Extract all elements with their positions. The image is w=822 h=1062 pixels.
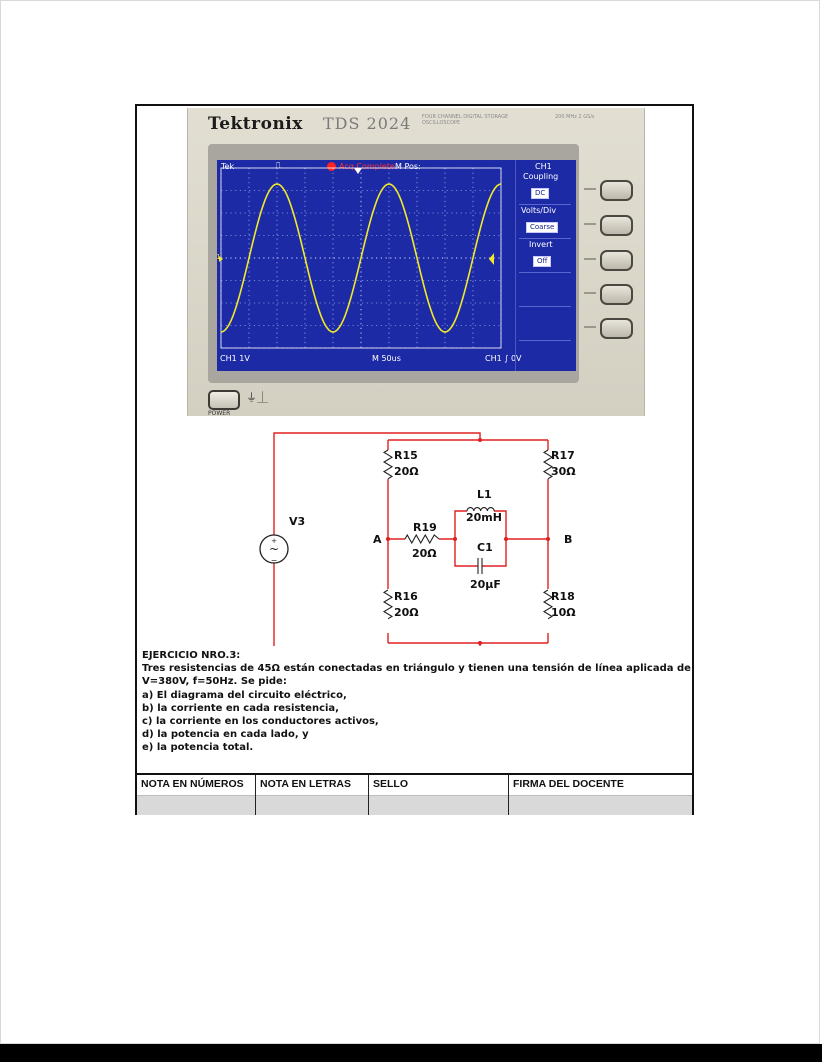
l1-name: L1 [477, 488, 492, 501]
r17-name: R17 [551, 449, 575, 462]
svg-text:−: − [271, 556, 278, 565]
c1-name: C1 [477, 541, 493, 554]
power-label: POWER [208, 410, 231, 417]
channel-scale: CH1 1V [220, 354, 250, 363]
wire-bridge-sides [387, 479, 549, 589]
r18-value: 10Ω [551, 606, 576, 619]
menu-invert-label: Invert [529, 240, 553, 249]
menu-voltsdiv-value: Coarse [526, 222, 559, 233]
bottom-band [0, 1044, 822, 1062]
trigger-position-icon [354, 168, 362, 174]
r19-name: R19 [413, 521, 437, 534]
mode-label: M Pos: [395, 162, 421, 171]
trigger-icon: ⎍ [275, 161, 282, 171]
grade-letters-cell[interactable]: NOTA EN LETRAS [256, 775, 369, 815]
grading-table: NOTA EN NÚMEROS NOTA EN LETRAS SELLO FIR… [137, 773, 692, 815]
resistor-r17-icon [542, 449, 554, 480]
resistor-r15-icon [382, 449, 394, 480]
svg-text:+: + [271, 537, 277, 545]
resistor-r18-icon [542, 589, 554, 620]
exercise-item-e: e) la potencia total. [142, 742, 254, 754]
stamp-cell[interactable]: SELLO [369, 775, 509, 815]
teacher-signature-header: FIRMA DEL DOCENTE [513, 778, 624, 790]
trigger-level-icon [489, 253, 494, 265]
exercise-item-d: d) la potencia en cada lado, y [142, 729, 309, 741]
menu-button-2[interactable] [600, 215, 633, 236]
node-b-label: B [564, 533, 572, 546]
exercise-item-a: a) El diagrama del circuito eléctrico, [142, 689, 347, 701]
l1-value: 20mH [466, 511, 502, 524]
grade-letters-header: NOTA EN LETRAS [260, 778, 351, 790]
exam-sheet: Tektronix TDS 2024 FOUR CHANNEL DIGITAL … [135, 104, 694, 815]
stamp-header: SELLO [373, 778, 409, 790]
r16-value: 20Ω [394, 606, 419, 619]
r15-value: 20Ω [394, 465, 419, 478]
menu-invert-value: Off [533, 256, 552, 267]
menu-coupling-value: DC [531, 188, 550, 199]
ac-source-icon [259, 534, 289, 564]
scope-screen: Tek ⎍ Acq Complete M Pos: 1 CH1 1V M 50u… [217, 160, 576, 371]
resistor-r16-icon [382, 589, 394, 620]
wire-center-branch [388, 510, 548, 567]
time-scale: M 50us [372, 354, 401, 363]
r17-value: 30Ω [551, 465, 576, 478]
exercise-item-c: c) la corriente en los conductores activ… [142, 716, 379, 728]
ground-marker-icon [219, 256, 223, 262]
exercise-text: EJERCICIO NRO.3: Tres resistencias de 45… [142, 649, 691, 755]
menu-button-3[interactable] [600, 250, 633, 271]
menu-voltsdiv-label: Volts/Div [521, 206, 557, 215]
resistor-r19-icon [404, 533, 440, 545]
exercise-statement-2: V=380V, f=50Hz. Se pide: [142, 676, 287, 688]
wire-bridge-top [387, 439, 549, 450]
menu-button-5[interactable] [600, 318, 633, 339]
circuit-diagram: ~ + − V3 A B R15 20Ω R17 30Ω L1 20mH R19… [259, 432, 576, 646]
r19-value: 20Ω [412, 547, 437, 560]
grade-number-cell[interactable]: NOTA EN NÚMEROS [137, 775, 256, 815]
waveform-graticule [219, 167, 502, 349]
acquisition-status: Acq Complete [339, 162, 395, 171]
svg-text:~: ~ [269, 542, 279, 556]
model-name: TDS 2024 [323, 114, 412, 133]
r18-name: R18 [551, 590, 575, 603]
exercise-title: EJERCICIO NRO.3: [142, 650, 241, 661]
menu-divider [515, 160, 516, 371]
oscilloscope-image: Tektronix TDS 2024 FOUR CHANNEL DIGITAL … [187, 108, 645, 417]
menu-channel: CH1 [535, 162, 552, 171]
probe-comp-icon: ⏚⏊ [246, 391, 268, 404]
menu-coupling-label: Coupling [523, 172, 559, 181]
model-description: FOUR CHANNEL DIGITAL STORAGE OSCILLOSCOP… [422, 114, 509, 126]
capacitor-c1-icon [477, 558, 483, 574]
power-button[interactable] [208, 390, 240, 410]
record-icon [327, 162, 336, 171]
inductor-l1-icon [466, 507, 495, 512]
source-label: V3 [289, 515, 305, 528]
wire-bottom [273, 563, 481, 646]
trigger-readout: CH1 ∫ 0V [485, 354, 522, 363]
brand-logo: Tektronix [208, 114, 303, 134]
exercise-statement-1: Tres resistencias de 45Ω están conectada… [142, 663, 691, 675]
r15-name: R15 [394, 449, 418, 462]
channel-marker: 1 [217, 253, 221, 261]
bandwidth-label: 200 MHz 2 GS/s [555, 114, 595, 120]
node-a-label: A [373, 533, 382, 546]
menu-button-4[interactable] [600, 284, 633, 305]
teacher-signature-cell[interactable]: FIRMA DEL DOCENTE [509, 775, 692, 815]
c1-value: 20µF [470, 578, 501, 591]
r16-name: R16 [394, 590, 418, 603]
screen-brand: Tek [221, 162, 235, 171]
wire-top [273, 432, 481, 535]
wire-bridge-bottom [387, 633, 549, 644]
menu-button-1[interactable] [600, 180, 633, 201]
grade-number-header: NOTA EN NÚMEROS [141, 778, 244, 790]
exercise-item-b: b) la corriente en cada resistencia, [142, 702, 339, 714]
